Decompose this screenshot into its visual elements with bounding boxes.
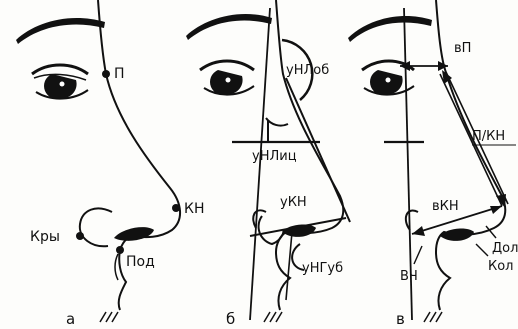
facial-vertical-line xyxy=(250,8,270,320)
panel-v: вП П/КН вКН Дол Кол ВЧ в xyxy=(348,0,518,328)
panel-a: П КН Кры Под а xyxy=(16,0,204,328)
point-pod xyxy=(116,246,124,254)
label-kol: Кол xyxy=(488,259,514,274)
kol-pointer xyxy=(476,244,488,256)
label-vkn: вКН xyxy=(432,199,459,214)
nostril-a xyxy=(114,227,154,241)
eyebrow-a xyxy=(16,18,105,44)
caption-b: б xyxy=(226,310,235,328)
label-kry: Кры xyxy=(30,229,60,245)
label-kn: КН xyxy=(184,201,204,217)
caption-a: а xyxy=(66,310,75,328)
arc-unlic xyxy=(266,118,288,126)
eyebrow-v xyxy=(348,16,432,42)
vkn-arrow-left xyxy=(412,226,425,236)
hatch-v xyxy=(424,312,442,322)
label-ungub: уНГуб xyxy=(302,261,343,276)
label-p: П xyxy=(114,66,125,82)
eyebrow-b xyxy=(186,14,272,40)
eye-b xyxy=(200,61,254,95)
label-unlob: уНЛоб xyxy=(286,63,329,78)
label-dol: Дол xyxy=(492,241,518,256)
label-pod: Под xyxy=(126,254,155,270)
label-ukn: уКН xyxy=(280,195,307,210)
panel-b: уНЛоб уНЛиц уКН уНГуб б xyxy=(186,0,350,328)
vch-pointer xyxy=(414,246,422,264)
eye-a xyxy=(32,65,88,99)
nostril-v xyxy=(440,229,474,241)
hatch-b xyxy=(264,312,282,322)
label-p-kn: П/КН xyxy=(472,129,505,144)
point-p xyxy=(102,70,110,78)
label-unlic: уНЛиц xyxy=(252,149,297,164)
vkn-arrow-right xyxy=(490,206,502,214)
ala-a xyxy=(80,208,112,246)
lip-a xyxy=(115,254,118,280)
ala-v xyxy=(406,211,418,230)
point-kry xyxy=(76,232,84,240)
label-vch: ВЧ xyxy=(400,269,418,284)
label-vp: вП xyxy=(454,41,471,56)
caption-v: в xyxy=(396,310,405,328)
hatch-a xyxy=(100,312,118,322)
point-kn xyxy=(172,204,180,212)
lip-line-b xyxy=(286,232,292,300)
